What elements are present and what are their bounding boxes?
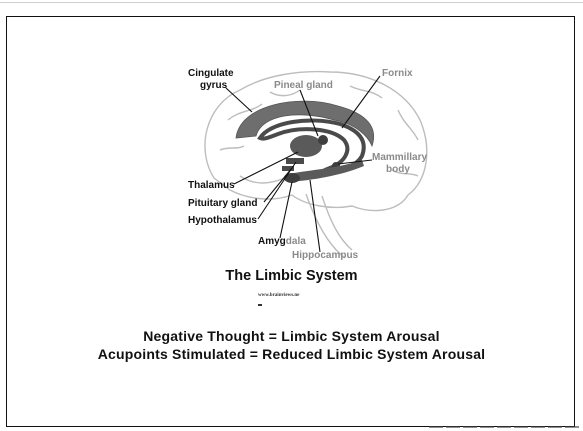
label-pituitary-gland: Pituitary gland	[188, 198, 257, 209]
source-url: www.brainviews.ne	[258, 293, 299, 298]
label-cingulate-gyrus: Cingulate	[188, 68, 234, 79]
label-thalamus: Thalamus	[188, 180, 235, 191]
caption-line-2: Acupoints Stimulated = Reduced Limbic Sy…	[0, 346, 583, 362]
pineal-gland-shape	[318, 135, 328, 145]
label-amygdala: Amygdala	[258, 236, 306, 247]
diagram-title: The Limbic System	[0, 268, 583, 284]
label-amygdala-light: dala	[286, 236, 306, 247]
label-mammillary-body-line2: body	[386, 164, 410, 175]
label-pineal-gland: Pineal gland	[274, 80, 333, 91]
label-fornix: Fornix	[382, 68, 413, 79]
label-cingulate-gyrus-line2: gyrus	[200, 80, 228, 91]
footer-marks	[429, 426, 579, 428]
caption-line-1: Negative Thought = Limbic System Arousal	[0, 328, 583, 344]
label-hypothalamus: Hypothalamus	[188, 215, 257, 226]
source-dash	[258, 304, 262, 306]
label-hippocampus: Hippocampus	[292, 250, 359, 261]
label-amygdala-dark: Amyg	[258, 236, 286, 247]
label-mammillary-body: Mammillary	[372, 152, 427, 163]
